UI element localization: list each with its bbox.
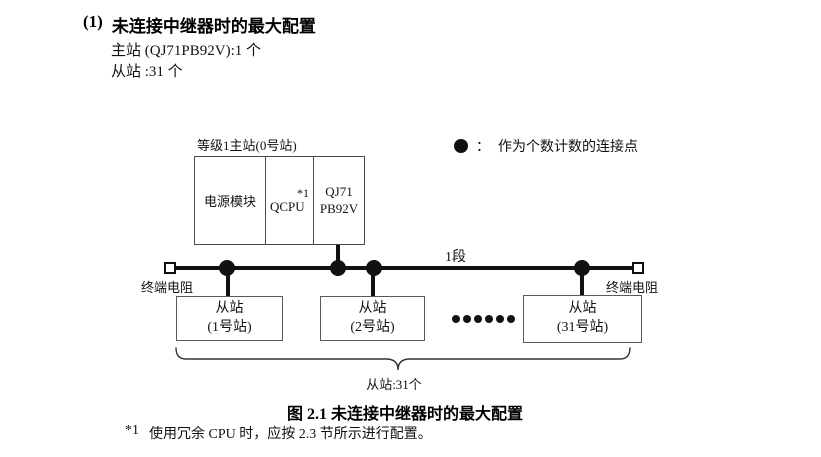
connection-point-legend-icon: [454, 139, 468, 153]
bus-line: [171, 266, 639, 270]
qj71-label-line2: PB92V: [319, 200, 359, 216]
qcpu-footnote-ref: *1: [297, 185, 309, 200]
section-title: 未连接中继器时的最大配置: [111, 17, 316, 36]
terminator-left-label: 终端电阻: [141, 280, 194, 295]
master-count-line: 主站 (QJ71PB92V):1 个: [111, 43, 262, 59]
slave-station-31-box: 从站 (31号站): [523, 295, 642, 343]
section-heading: (1) 未连接中继器时的最大配置: [83, 12, 316, 37]
legend-label: 作为个数计数的连接点: [498, 140, 638, 155]
connection-dot: [574, 260, 590, 276]
qj71-label-line1: QJ71: [325, 184, 353, 200]
footnote-text: 使用冗余 CPU 时，应按 2.3 节所示进行配置。: [149, 427, 432, 442]
connection-dot: [366, 260, 382, 276]
master-drop-line: [336, 245, 340, 270]
slave2-drop-line: [371, 268, 375, 296]
slave1-station: (1号站): [207, 319, 252, 335]
qcpu-label: QCPU: [270, 198, 305, 214]
figure-caption: 图 2.1 未连接中继器时的最大配置: [286, 406, 523, 423]
brace-label: 从站:31个: [366, 377, 422, 392]
qcpu-cell: *1 QCPU: [265, 157, 313, 244]
connection-dot: [219, 260, 235, 276]
connection-dot: [330, 260, 346, 276]
slave-count-line: 从站 :31 个: [111, 64, 183, 80]
footnote-marker: *1: [125, 423, 139, 438]
legend-colon: ：: [476, 140, 490, 155]
master-station-label: 等级1主站(0号站): [197, 138, 297, 153]
terminator-right-label: 终端电阻: [606, 280, 659, 295]
slave2-name: 从站: [358, 300, 387, 316]
footnote: *1 使用冗余 CPU 时，应按 2.3 节所示进行配置。: [125, 423, 432, 443]
legend: ： 作为个数计数的连接点: [454, 136, 638, 156]
master-station-box: 电源模块 *1 QCPU QJ71 PB92V: [194, 156, 365, 245]
continuation-ellipsis-icon: [452, 315, 515, 323]
slave2-station: (2号站): [350, 319, 395, 335]
slave1-name: 从站: [215, 300, 244, 316]
slave31-drop-line: [580, 268, 584, 295]
segment-label: 1段: [445, 250, 466, 265]
section-number: (1): [83, 12, 103, 31]
power-module-cell: 电源模块: [203, 194, 256, 209]
qj71pb92v-cell: QJ71 PB92V: [313, 157, 364, 244]
slave-count-brace-icon: [175, 347, 631, 371]
slave31-name: 从站: [568, 301, 597, 317]
slave1-drop-line: [226, 268, 230, 296]
slave31-station: (31号站): [556, 320, 609, 335]
terminator-resistor-right-icon: [632, 262, 644, 274]
terminator-resistor-left-icon: [164, 262, 176, 274]
slave-station-2-box: 从站 (2号站): [320, 296, 425, 341]
slave-station-1-box: 从站 (1号站): [176, 296, 283, 341]
